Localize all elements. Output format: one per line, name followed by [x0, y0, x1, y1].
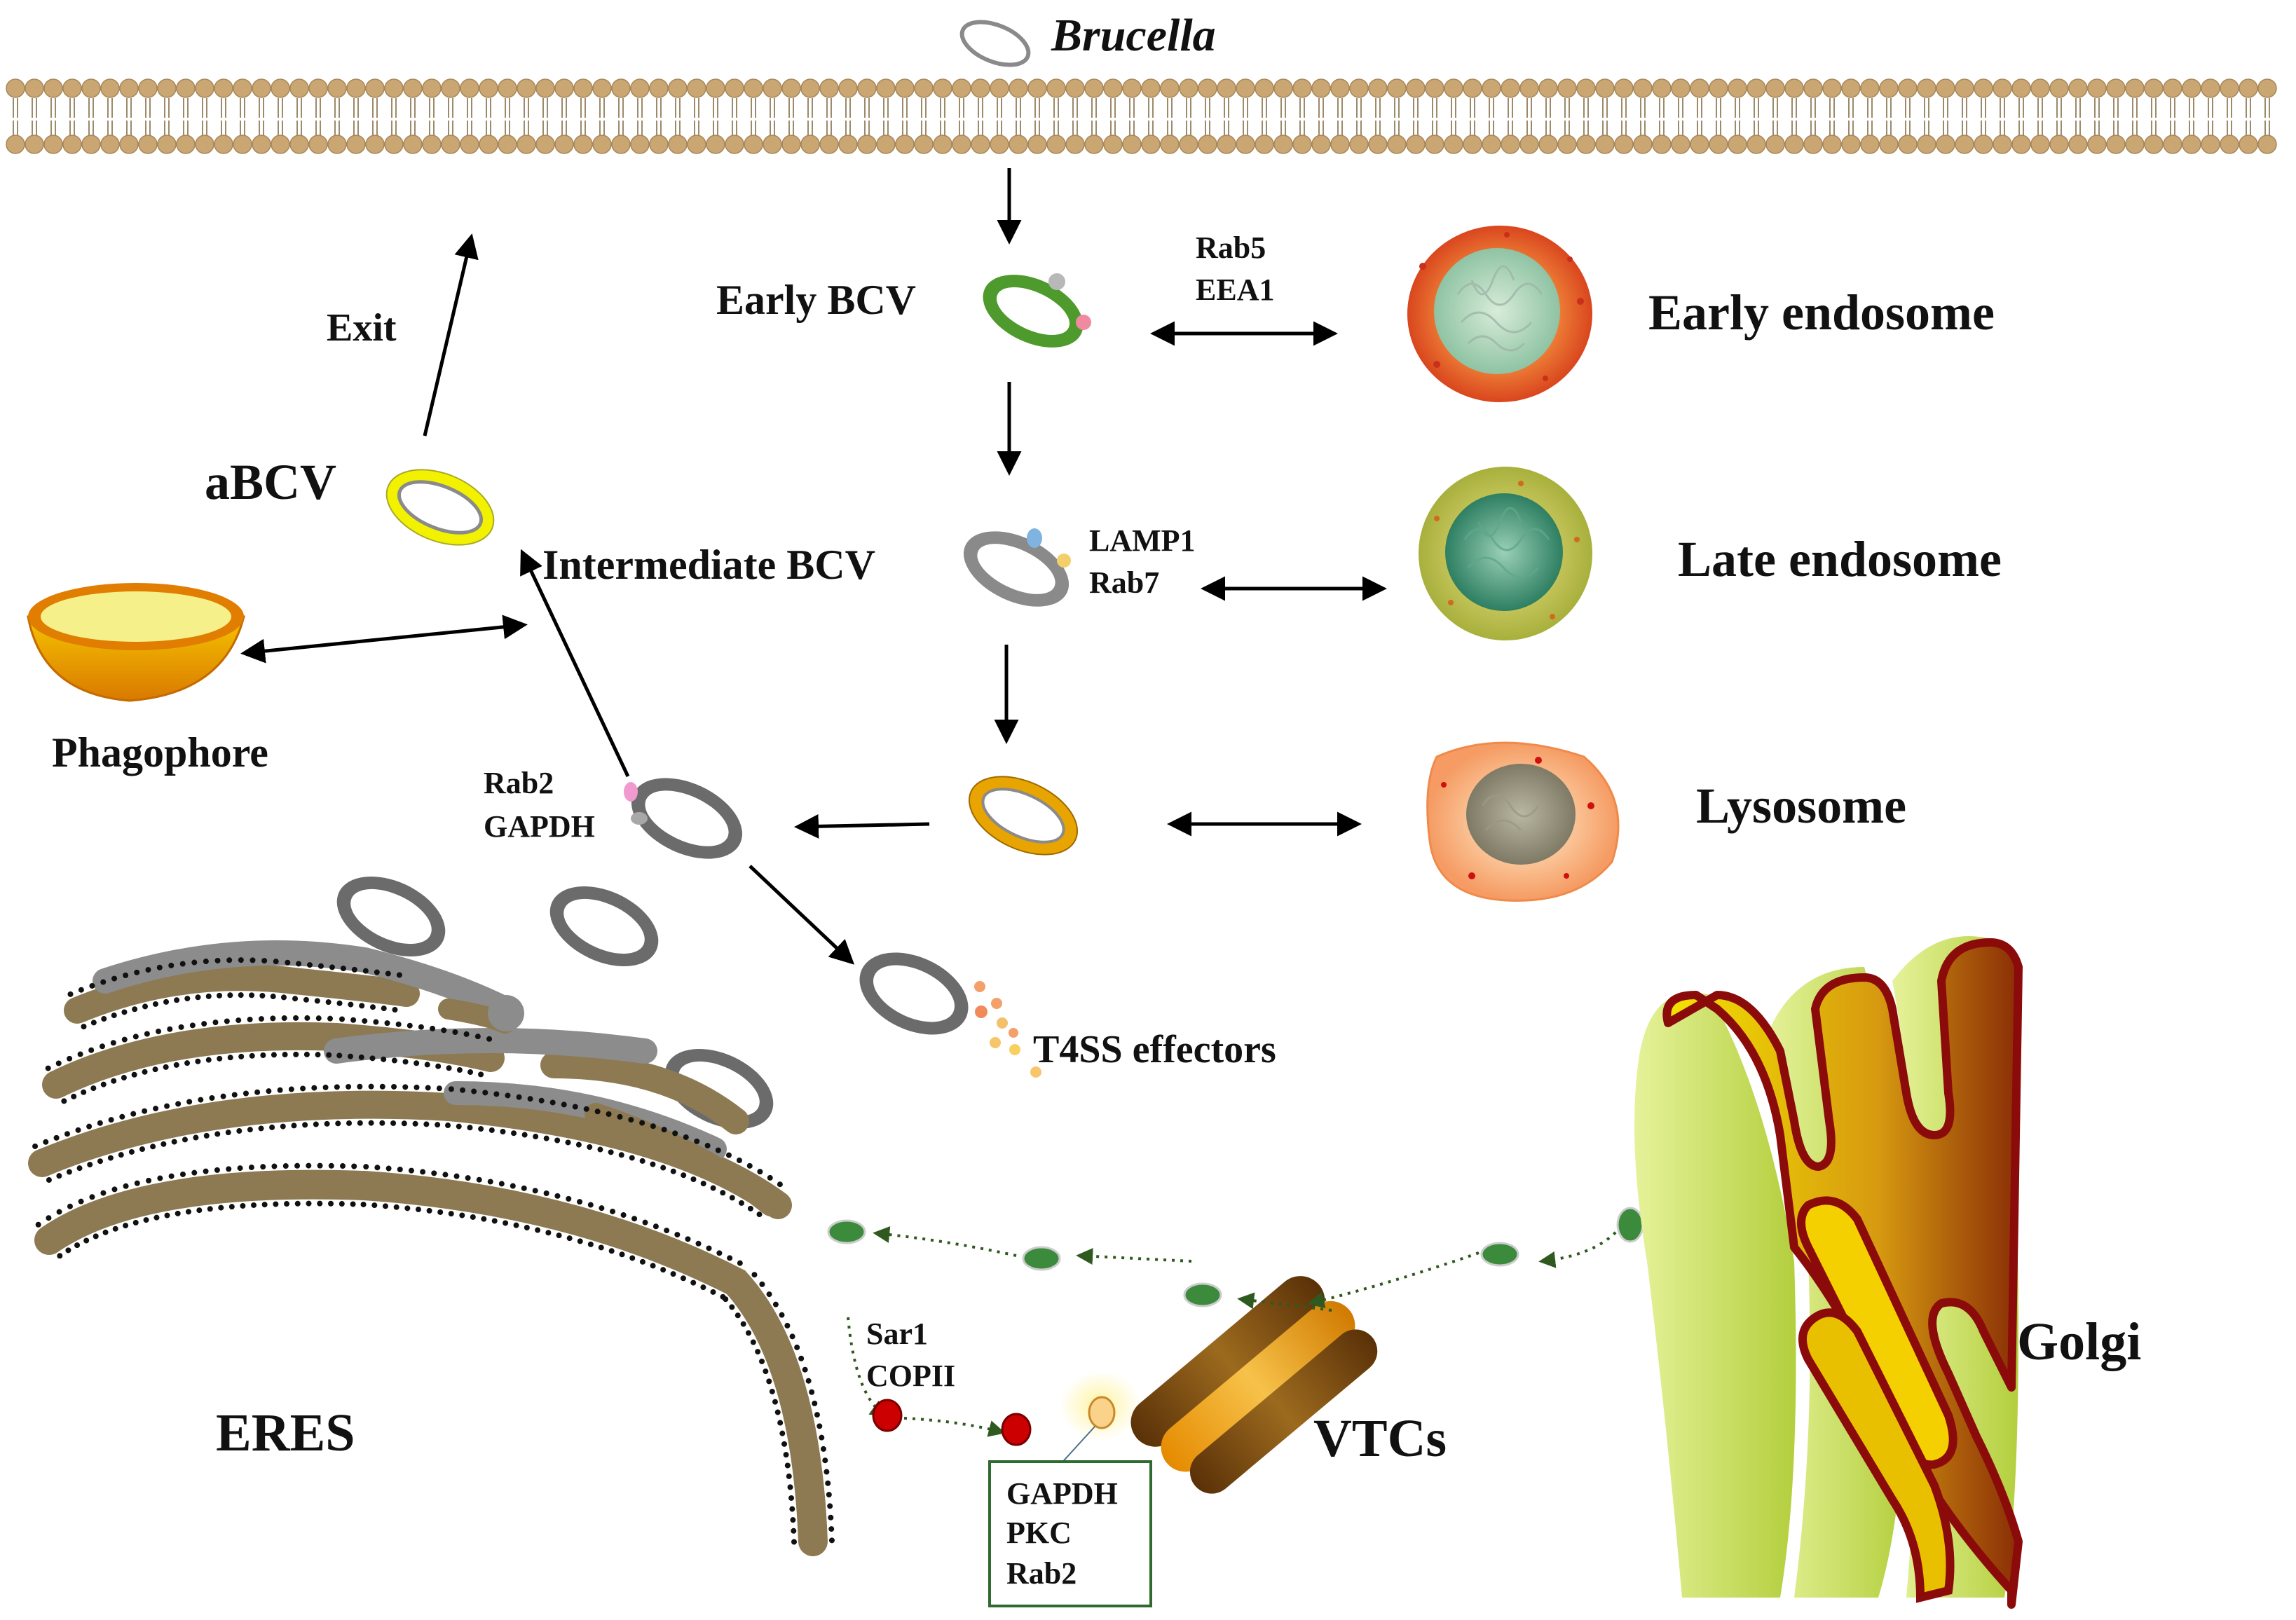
gapdh-label: GAPDH	[484, 809, 595, 844]
copii-label: COPII	[866, 1359, 955, 1393]
early-bcv-label: Early BCV	[716, 277, 916, 323]
arrow-exit	[423, 233, 479, 437]
lamp1-label: LAMP1	[1089, 523, 1196, 558]
vtcs	[1130, 1276, 1378, 1494]
arrow-to-abcv	[520, 549, 630, 778]
recruitment-box	[988, 1460, 1152, 1607]
brucella-bacterium	[959, 20, 1031, 67]
abcv-vacuole	[385, 469, 495, 546]
box-gapdh-label: GAPDH	[1006, 1476, 1118, 1511]
late-endosome	[1419, 467, 1592, 640]
er-bcv-2	[549, 886, 659, 967]
recruitment-vesicle	[1088, 1396, 1116, 1429]
phagophore	[27, 583, 245, 702]
phagophore-label: Phagophore	[52, 729, 268, 776]
rab5-label: Rab5	[1196, 231, 1266, 265]
golgi-apparatus	[1634, 936, 2023, 1609]
arrow-to-replicative	[794, 814, 930, 839]
copii-vesicle-1	[872, 1399, 903, 1432]
t4ss-label: T4SS effectors	[1033, 1028, 1276, 1071]
er-bcv-3	[664, 1048, 774, 1130]
rab7-label: Rab7	[1089, 565, 1159, 600]
copii-vesicle-2	[1001, 1413, 1032, 1446]
eea1-label: EEA1	[1196, 273, 1274, 307]
box-rab2-label: Rab2	[1006, 1556, 1077, 1591]
early-endosome-label: Early endosome	[1648, 284, 1995, 341]
replicative-bcv	[624, 778, 743, 859]
arrow-phagophore-exchange	[240, 615, 528, 664]
retrograde-traffic	[827, 1207, 1644, 1312]
sar1-label: Sar1	[866, 1317, 928, 1351]
intermediate-bcv-label: Intermediate BCV	[542, 542, 875, 588]
copii-path-2	[903, 1417, 1006, 1437]
plasma-membrane	[6, 78, 2277, 154]
t4ss-bcv	[859, 952, 969, 1035]
late-endosome-label: Late endosome	[1678, 531, 2002, 587]
endoplasmic-reticulum	[28, 940, 835, 1556]
early-bcv	[983, 273, 1091, 348]
exit-label: Exit	[327, 306, 397, 350]
brucella-label: Brucella	[1051, 10, 1216, 61]
er-bcv-1	[336, 876, 446, 957]
early-endosome	[1407, 226, 1592, 402]
vtcs-label: VTCs	[1313, 1409, 1447, 1468]
abcv-label: aBCV	[205, 454, 336, 510]
late-bcv	[968, 776, 1079, 856]
intermediate-bcv	[963, 528, 1071, 607]
lysosome-label: Lysosome	[1696, 778, 1906, 834]
copii-path-1	[847, 1317, 887, 1418]
lysosome	[1426, 741, 1620, 902]
arrow-to-t4ss	[749, 865, 855, 965]
eres-label: ERES	[216, 1403, 355, 1462]
t4ss-effectors	[974, 981, 1041, 1078]
box-pkc-label: PKC	[1006, 1516, 1072, 1550]
golgi-label: Golgi	[2017, 1312, 2141, 1371]
rab2-label: Rab2	[484, 766, 554, 800]
